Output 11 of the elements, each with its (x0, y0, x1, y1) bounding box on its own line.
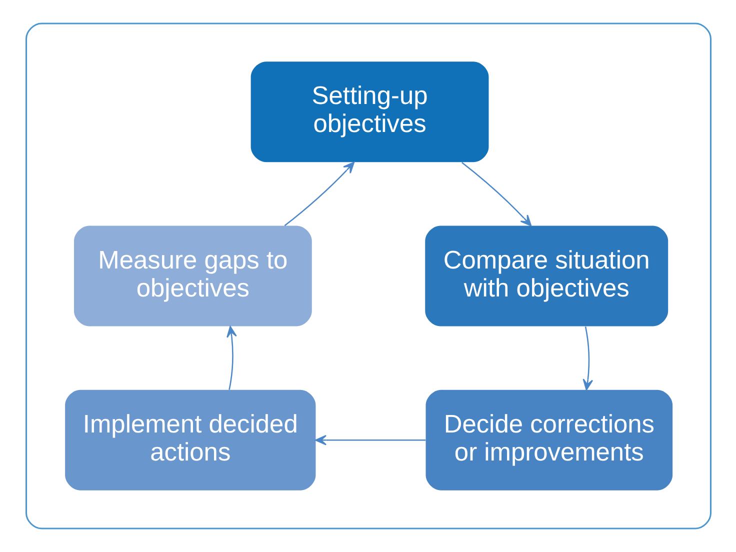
arrow (226, 326, 236, 390)
arrow (461, 162, 532, 226)
node-box: Implement decided actions (64, 390, 316, 490)
node-box: Decide corrections or improvements (425, 390, 672, 490)
node-box: Compare situation with objectives (424, 226, 668, 326)
arrow (314, 434, 426, 446)
arrow (582, 326, 593, 390)
node-box: Measure gaps to objectives (73, 226, 312, 326)
arrow (284, 162, 354, 226)
cluster (25, 22, 711, 530)
node-box: Setting-up objectives (250, 62, 488, 162)
